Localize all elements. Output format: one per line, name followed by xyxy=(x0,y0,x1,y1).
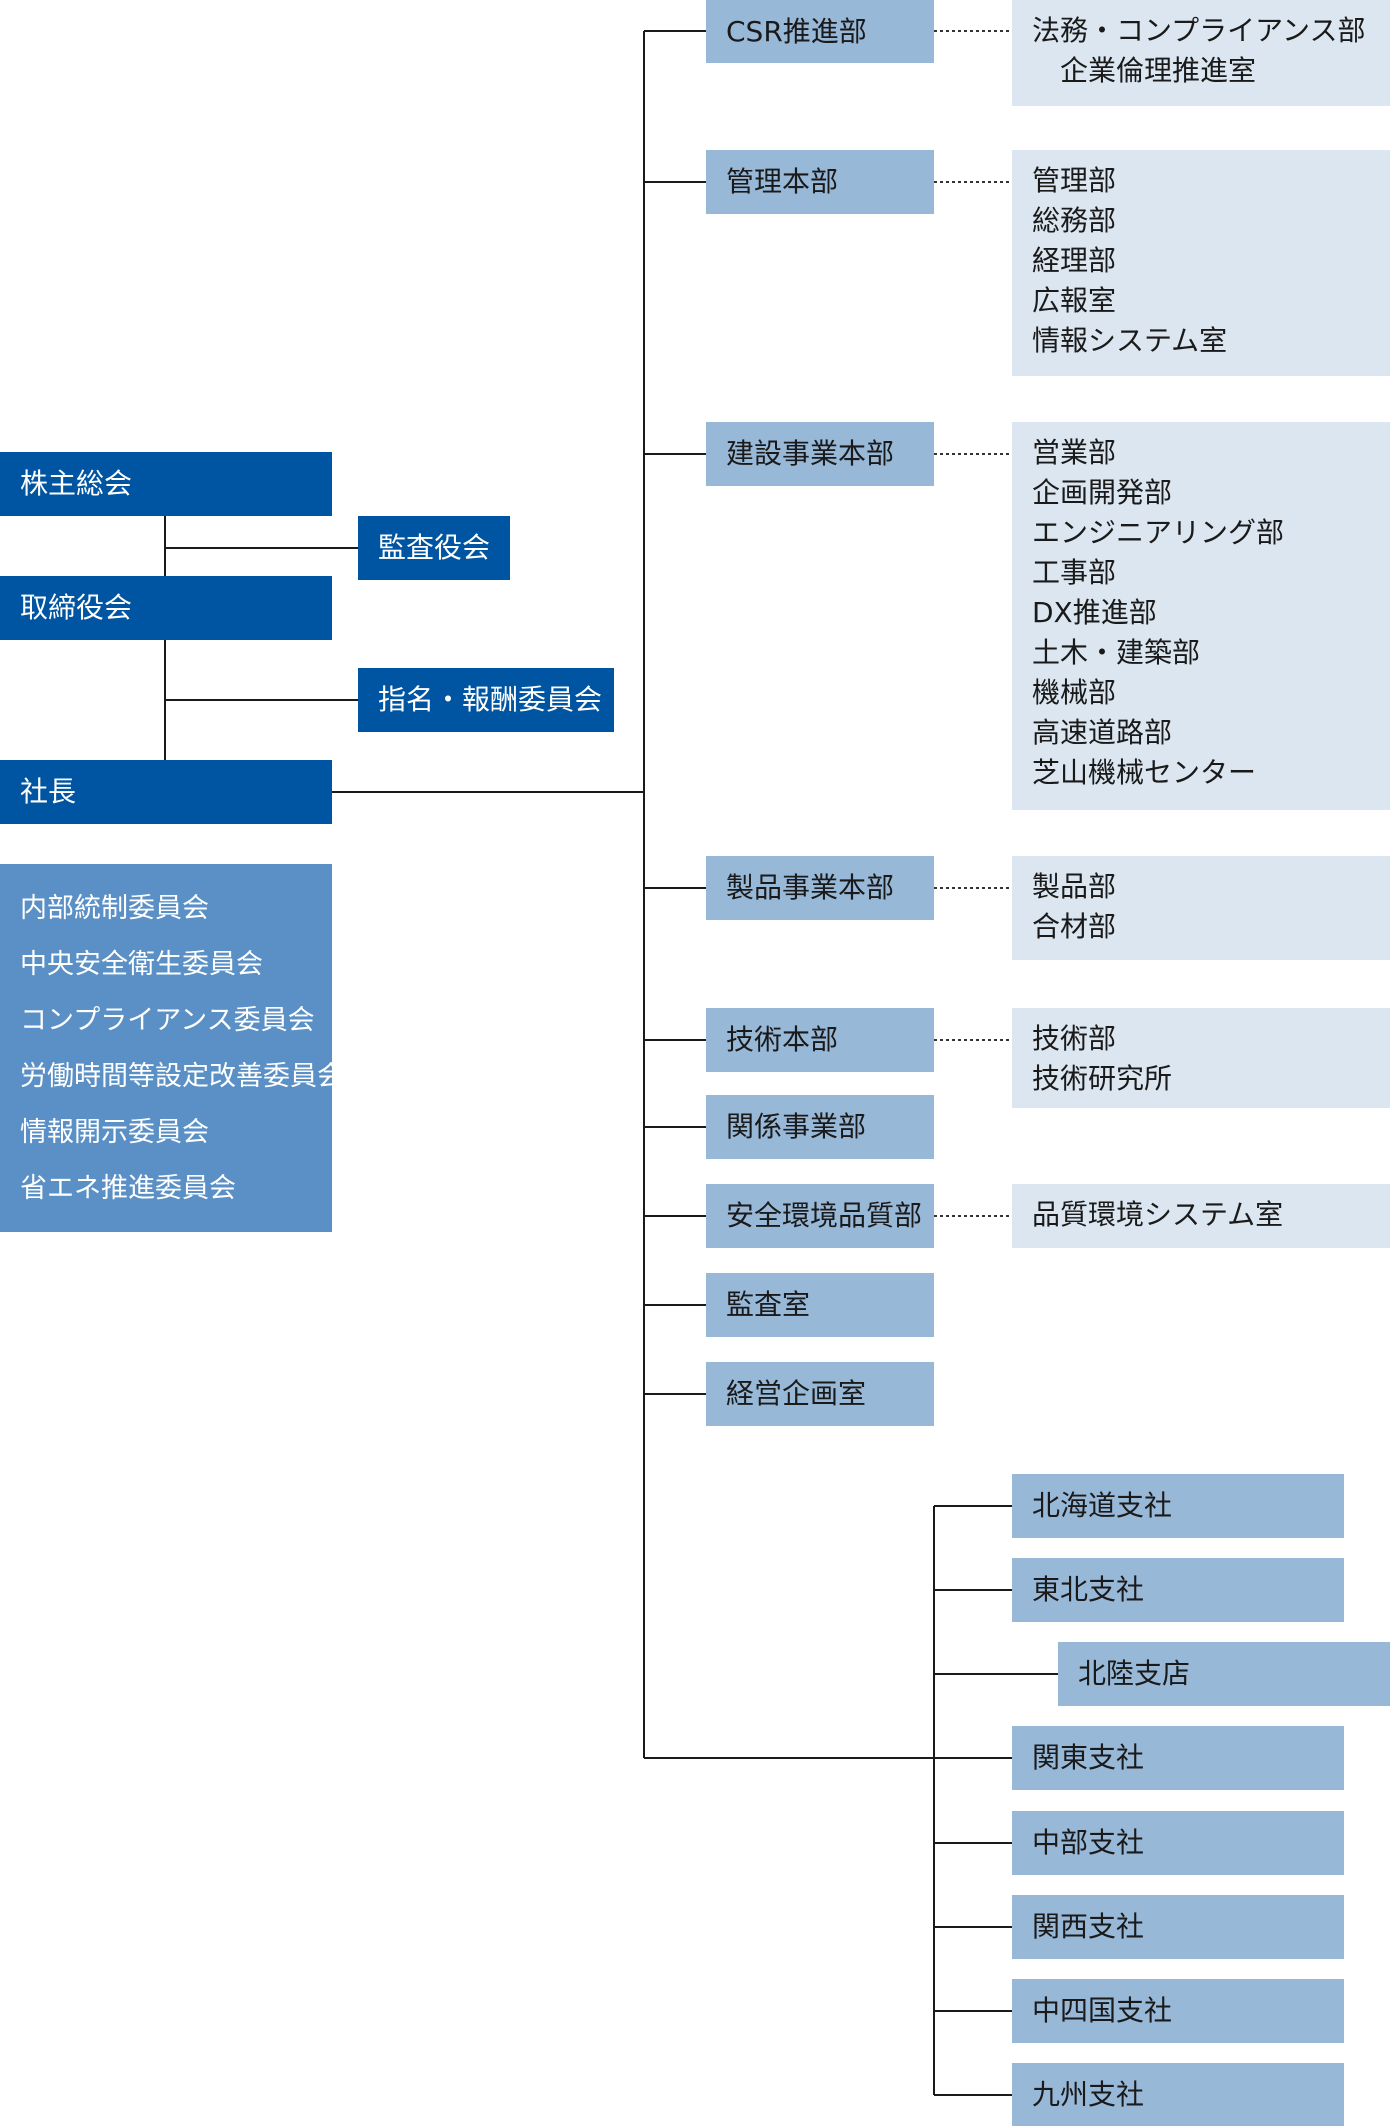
branch-kansai: 関西支社 xyxy=(1012,1895,1344,1959)
dept-corporate-planning: 経営企画室 xyxy=(706,1362,934,1426)
safety-quality-subdepartments: 品質環境システム室 xyxy=(1012,1184,1390,1248)
subdepartment-item: 広報室 xyxy=(1032,284,1117,317)
branch-kyushu: 九州支社 xyxy=(1012,2063,1344,2126)
dept-affiliated: 関係事業部 xyxy=(706,1095,934,1159)
products-subdepartments: 製品部 合材部 xyxy=(1012,856,1390,960)
subdepartment-item: 品質環境システム室 xyxy=(1032,1198,1284,1231)
subdepartment-item: エンジニアリング部 xyxy=(1032,516,1285,549)
dept-technology: 技術本部 xyxy=(706,1008,934,1072)
subdepartment-item: 製品部 xyxy=(1032,870,1117,903)
subdepartment-item: 法務・コンプライアンス部 xyxy=(1032,14,1366,47)
subdepartment-item: 情報システム室 xyxy=(1032,324,1228,357)
subdepartment-item: 芝山機械センター xyxy=(1032,756,1257,789)
subdepartment-item: 土木・建築部 xyxy=(1032,636,1201,669)
subdepartment-item: 技術研究所 xyxy=(1032,1062,1173,1095)
branch-kanto: 関東支社 xyxy=(1012,1726,1344,1790)
president-box: 社長 xyxy=(0,760,332,824)
subdepartment-item: 合材部 xyxy=(1032,910,1117,943)
dept-products: 製品事業本部 xyxy=(706,856,934,920)
csr-subdepartments: 法務・コンプライアンス部 企業倫理推進室 xyxy=(1012,0,1390,106)
subdepartment-item: 高速道路部 xyxy=(1032,716,1173,749)
technology-subdepartments: 技術部 技術研究所 xyxy=(1012,1008,1390,1108)
dept-audit: 監査室 xyxy=(706,1273,934,1337)
dept-safety-quality: 安全環境品質部 xyxy=(706,1184,934,1248)
branch-hokkaido: 北海道支社 xyxy=(1012,1474,1344,1538)
subdepartment-item: 工事部 xyxy=(1032,556,1117,589)
construction-subdepartments: 営業部 企画開発部 エンジニアリング部 工事部 DX推進部 土木・建築部 機械部… xyxy=(1012,422,1390,810)
subdepartment-item: 機械部 xyxy=(1032,676,1117,709)
dept-construction: 建設事業本部 xyxy=(706,422,934,486)
nomination-committee-box: 指名・報酬委員会 xyxy=(358,668,614,732)
branch-chubu: 中部支社 xyxy=(1012,1811,1344,1875)
committee-item: 情報開示委員会 xyxy=(20,1117,209,1148)
subdepartment-item: 管理部 xyxy=(1032,164,1117,197)
subdepartment-item: 経理部 xyxy=(1032,244,1117,277)
board-box: 取締役会 xyxy=(0,576,332,640)
shareholders-box: 株主総会 xyxy=(0,452,332,516)
subdepartment-item: 総務部 xyxy=(1032,204,1117,237)
committee-item: 省エネ推進委員会 xyxy=(20,1173,236,1204)
subdepartment-item: 技術部 xyxy=(1032,1022,1117,1055)
committee-item: 内部統制委員会 xyxy=(20,893,209,924)
dept-management: 管理本部 xyxy=(706,150,934,214)
committee-list: 内部統制委員会 中央安全衛生委員会 コンプライアンス委員会 労働時間等設定改善委… xyxy=(0,864,344,1232)
branch-hokuriku: 北陸支店 xyxy=(1058,1642,1390,1706)
committee-item: コンプライアンス委員会 xyxy=(20,1005,315,1036)
subdepartment-item: 企業倫理推進室 xyxy=(1060,54,1257,87)
branch-tohoku: 東北支社 xyxy=(1012,1558,1344,1622)
management-subdepartments: 管理部 総務部 経理部 広報室 情報システム室 xyxy=(1012,150,1390,376)
subdepartment-item: 企画開発部 xyxy=(1032,476,1173,509)
subdepartment-item: 営業部 xyxy=(1032,436,1117,469)
auditors-box: 監査役会 xyxy=(358,516,510,580)
dept-csr: CSR推進部 xyxy=(706,0,934,63)
committee-item: 労働時間等設定改善委員会 xyxy=(20,1061,344,1092)
subdepartment-item: DX推進部 xyxy=(1032,596,1157,629)
committee-item: 中央安全衛生委員会 xyxy=(20,949,263,980)
branch-chushikoku: 中四国支社 xyxy=(1012,1979,1344,2043)
